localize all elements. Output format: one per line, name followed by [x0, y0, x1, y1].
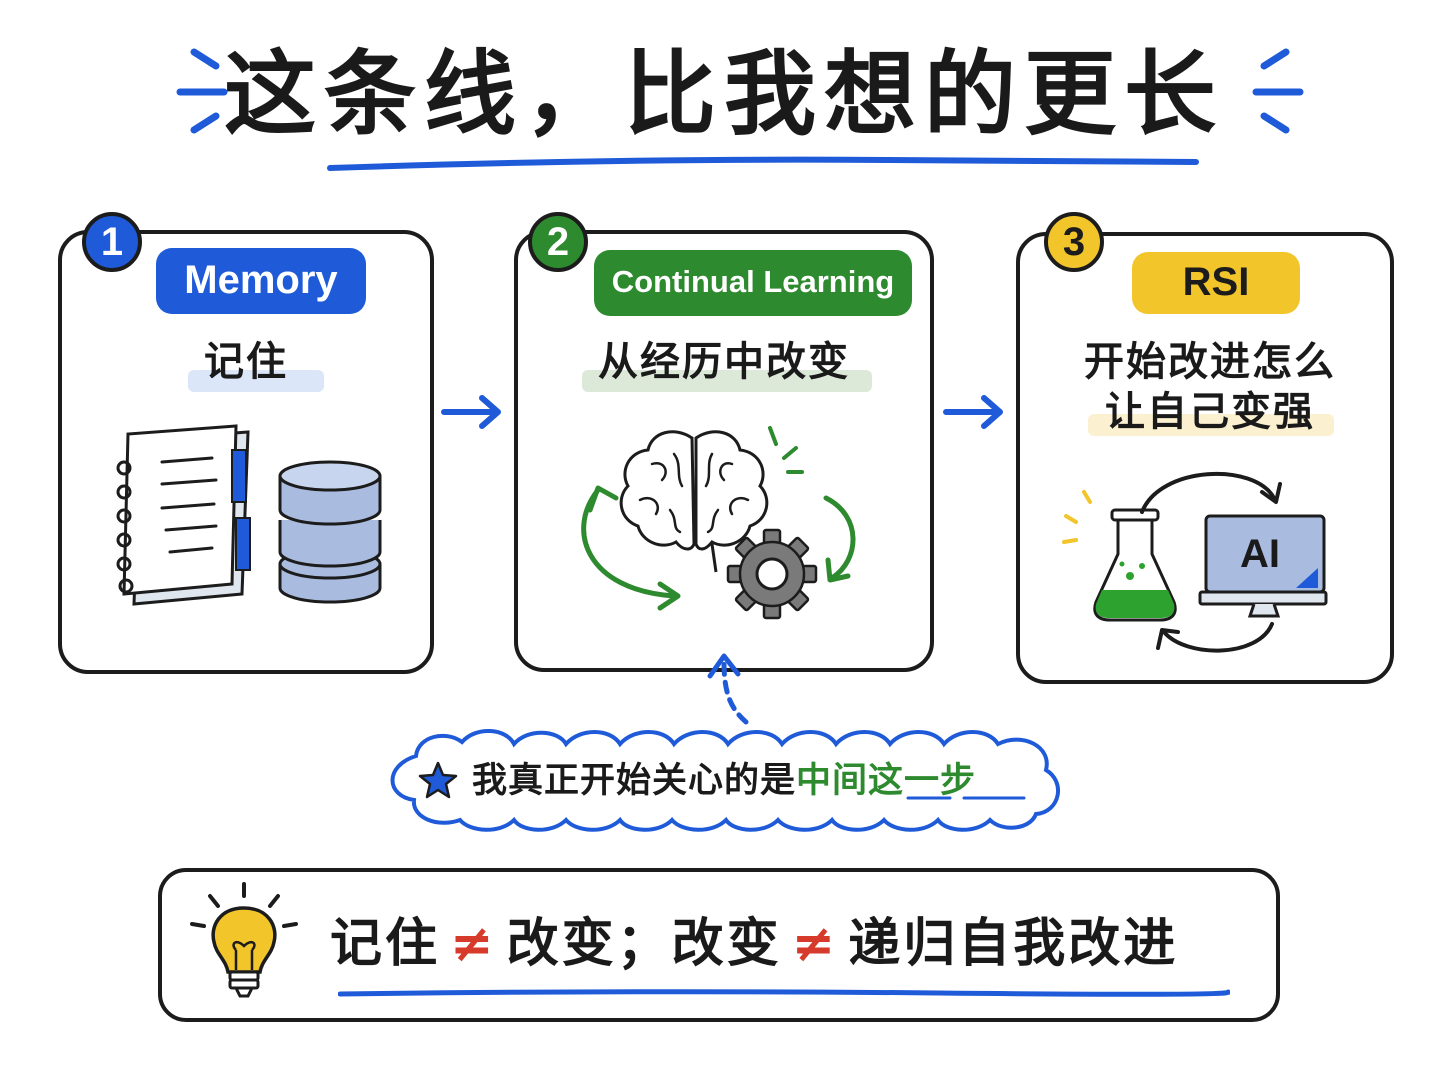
spark-icon [1252, 48, 1304, 134]
not-equal-sign: ≠ [450, 914, 497, 974]
step-subtitle-rsi-line1: 开始改进怎么 [1084, 339, 1336, 385]
highlight-mark [188, 370, 324, 392]
step-number-badge: 1 [82, 212, 142, 272]
step-number-badge: 3 [1044, 212, 1104, 272]
spark-icon [176, 48, 228, 134]
brain-icon [619, 430, 769, 573]
lightbulb-icon [190, 882, 298, 998]
step-label-rsi: RSI [1132, 252, 1300, 314]
step-label-continual-learning: Continual Learning [594, 250, 912, 316]
gear-icon [726, 528, 818, 620]
summary-text: 记住≠改变；改变≠递归自我改进 [330, 906, 1250, 982]
cycle-arrows-icon [581, 426, 856, 611]
arrow-right-icon [441, 395, 501, 429]
summary-part-2: 改变；改变 [506, 914, 782, 974]
callout-cloud [390, 728, 1060, 832]
summary-part-3: 递归自我改进 [848, 914, 1179, 974]
cycle-arrows-icon [1140, 471, 1282, 653]
star-icon [418, 761, 458, 799]
not-equal-sign: ≠ [791, 914, 839, 974]
step-subtitle-memory: 记住 [204, 339, 288, 385]
callout-text: 我真正开始关心的是中间这一步 [472, 755, 1032, 807]
step-number-badge: 2 [528, 212, 588, 272]
callout-underline [906, 796, 1026, 800]
summary-part-1: 记住 [330, 914, 441, 974]
callout-prefix: 我真正开始关心的是 [472, 761, 797, 801]
page-title: 这条线，比我想的更长 [223, 41, 1224, 148]
notebook-icon [116, 424, 251, 606]
summary-underline [338, 989, 1230, 997]
step-label-memory: Memory [156, 248, 366, 314]
title-underline [327, 156, 1199, 171]
monitor-screen-text: AI [1240, 532, 1280, 576]
arrow-up-icon [707, 653, 749, 725]
monitor-icon [1198, 514, 1328, 618]
step-subtitle-continual-learning: 从经历中改变 [598, 339, 850, 385]
arrow-right-icon [943, 395, 1003, 429]
callout-highlight: 中间这一步 [796, 761, 977, 801]
step-subtitle-rsi-line2: 让自己变强 [1105, 389, 1315, 435]
database-icon [278, 460, 382, 604]
flask-icon [1062, 490, 1177, 622]
highlight-mark [1088, 414, 1334, 436]
highlight-mark [582, 370, 872, 392]
